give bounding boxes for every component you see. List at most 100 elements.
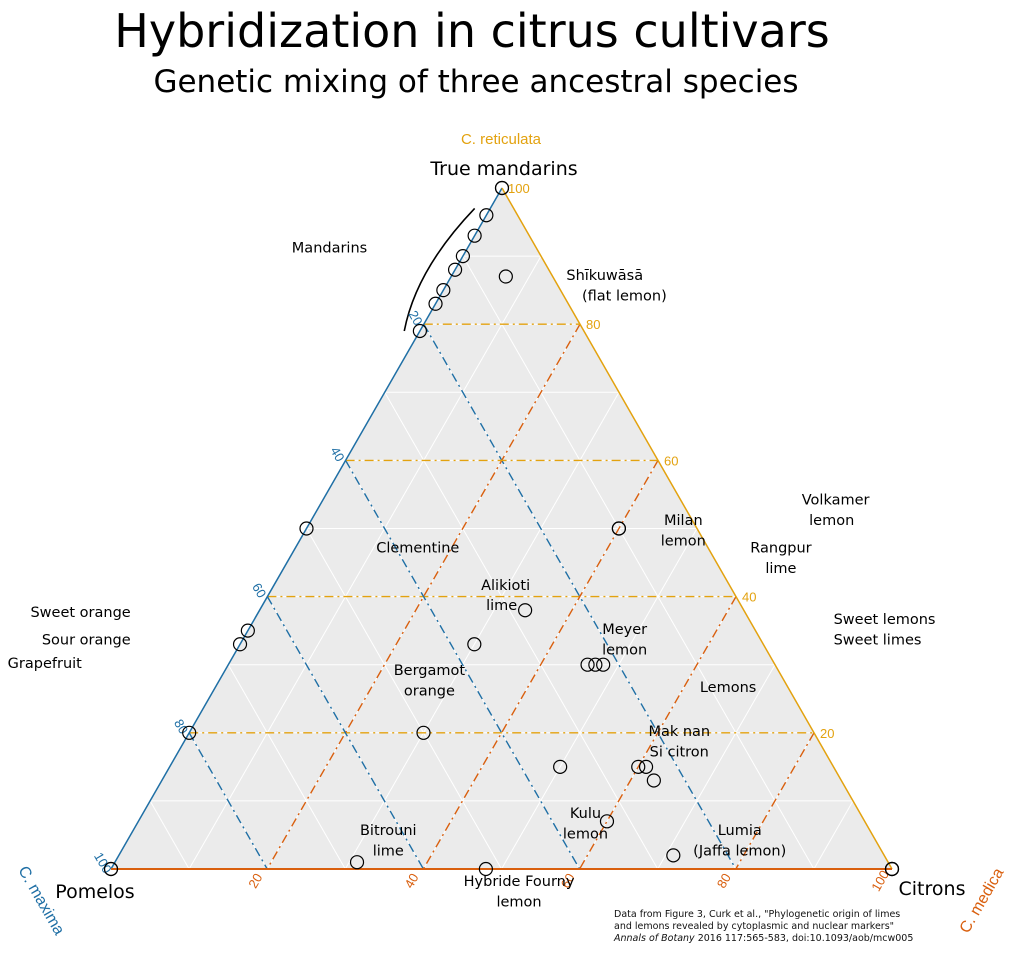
tick-label-medica: 20 [245, 871, 265, 891]
point-label: lemon [496, 894, 541, 910]
point-label: lime [486, 598, 517, 614]
data-point [416, 725, 431, 740]
point-label: Clementine [376, 540, 459, 556]
point-label: Bitrouni [360, 823, 417, 839]
data-point [467, 637, 482, 652]
data-point [478, 861, 493, 877]
source-journal: Annals of Botany [614, 933, 695, 944]
data-point [611, 521, 627, 536]
point-label: Sweet lemons [834, 612, 936, 628]
tick-label-reticulata: 80 [586, 317, 600, 332]
data-point [436, 283, 451, 298]
tick-label-reticulata: 20 [820, 726, 834, 741]
data-point [498, 269, 513, 284]
data-point [518, 603, 533, 618]
tick-label-reticulata: 100 [508, 181, 530, 196]
bracket-mandarins [403, 207, 476, 332]
tick-label-maxima: 60 [249, 580, 269, 600]
source-citation: 2016 117:565-583, doi:10.1093/aob/mcw005 [694, 933, 914, 944]
point-label: Bergamot [394, 663, 466, 679]
chart-title: Hybridization in citrus cultivars [114, 4, 830, 58]
reference-line-medica [735, 732, 815, 870]
point-label: Hybride Fourny [464, 874, 575, 890]
point-label: Meyer [602, 622, 647, 638]
tick-label-medica: 100 [868, 868, 892, 894]
data-point [412, 323, 427, 339]
point-label: Alikioti [481, 578, 530, 594]
data-point [553, 759, 568, 774]
grid-line-maxima [462, 255, 815, 870]
data-point [467, 228, 482, 243]
point-label: lemon [602, 642, 647, 658]
point-label: Mandarins [292, 241, 367, 257]
point-label: lemon [661, 534, 706, 550]
edge-reticulata [501, 187, 893, 870]
reference-line-maxima [344, 460, 581, 870]
point-label: Grapefruit [8, 656, 82, 672]
point-label: Lumia [718, 823, 762, 839]
point-label: Shīkuwāsā [566, 268, 643, 284]
point-label: Milan [664, 513, 703, 529]
corner-label-citrons: Citrons [899, 878, 966, 900]
data-point [494, 180, 510, 196]
chart-subtitle: Genetic mixing of three ancestral specie… [153, 64, 799, 100]
edge-maxima [110, 187, 503, 870]
data-point [646, 773, 661, 788]
data-point [447, 262, 463, 277]
data-point [638, 759, 654, 774]
reference-line-medica [422, 460, 659, 870]
grid-line-medica [501, 528, 698, 870]
grid-line-medica [813, 800, 854, 870]
point-label: orange [404, 683, 455, 699]
grid-line-medica [344, 392, 620, 870]
triangle-edges [110, 187, 893, 870]
data-point [631, 759, 646, 774]
point-label: lemon [563, 826, 608, 842]
corner-label-pomelos: Pomelos [55, 881, 134, 903]
grid-line-maxima [384, 392, 659, 870]
source-note: Data from Figure 3, Curk et al., "Phylog… [614, 909, 913, 945]
tick-label-medica: 60 [558, 871, 578, 891]
source-line-3: Annals of Botany 2016 117:565-583, doi:1… [614, 933, 913, 945]
tick-label-medica: 80 [714, 871, 734, 891]
grid-line-maxima [306, 528, 502, 870]
tick-label-maxima: 80 [171, 717, 191, 737]
tick-label-maxima: 40 [327, 444, 347, 464]
source-line-2: and lemons revealed by cytoplasmic and n… [614, 921, 895, 932]
data-point [182, 725, 197, 740]
axis-title-reticulata: C. reticulata [461, 131, 542, 148]
tick-label-reticulata: 60 [664, 453, 678, 468]
point-label: lime [765, 561, 796, 577]
data-point [103, 861, 119, 877]
axis-title-medica: C. medica [957, 865, 1008, 936]
data-point [596, 657, 611, 672]
point-label: (flat lemon) [582, 288, 667, 304]
data-point [588, 657, 603, 672]
reference-line-medica [578, 596, 737, 870]
data-point [240, 623, 255, 638]
data-point [455, 249, 470, 264]
data-point [349, 855, 365, 870]
data-point [666, 848, 681, 863]
data-point [580, 657, 595, 672]
data-point [884, 861, 900, 877]
grid-line-maxima [149, 800, 190, 870]
point-label: lime [373, 843, 404, 859]
reference-lines [188, 323, 815, 870]
point-label: Kulu [570, 806, 601, 822]
source-line-1: Data from Figure 3, Curk et al., "Phylog… [614, 909, 901, 920]
point-label: Volkamer [802, 493, 870, 509]
tick-label-maxima: 20 [406, 308, 426, 328]
point-label: Si citron [650, 745, 709, 761]
data-point [299, 521, 314, 536]
tick-label-medica: 40 [401, 871, 421, 891]
data-point [428, 296, 443, 311]
data-points [103, 180, 900, 877]
reference-line-maxima [188, 732, 268, 870]
mandarins-bracket [403, 207, 476, 332]
grid-line-medica [188, 255, 542, 870]
grid-line-medica [657, 664, 776, 870]
data-point [599, 814, 615, 829]
